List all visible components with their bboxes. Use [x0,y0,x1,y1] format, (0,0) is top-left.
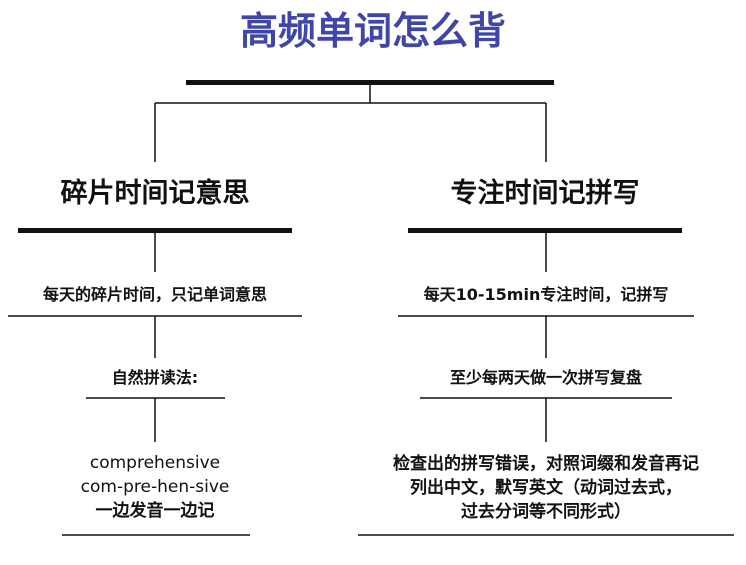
left-step1: 每天的碎片时间，只记单词意思 [42,285,267,304]
left-step3-method: 一边发音一边记 [95,501,215,521]
right-step2: 至少每两天做一次拼写复盘 [449,368,642,387]
left-heading-bar [18,228,292,233]
diagram-title: 高频单词怎么背 [239,9,506,53]
left-step3-syllables: com-pre-hen-sive [80,477,230,497]
left-step2: 自然拼读法: [111,368,199,387]
left-step3-word: comprehensive [89,453,221,473]
root-bar [186,80,554,85]
right-step3-line3: 过去分词等不同形式） [461,502,631,522]
right-step3-line2: 列出中文，默写英文（动词过去式， [410,478,682,498]
right-heading: 专注时间记拼写 [450,178,640,209]
left-step3: comprehensive com-pre-hen-sive 一边发音一边记 [40,451,270,523]
right-step3: 检查出的拼写错误，对照词缀和发音再记 列出中文，默写英文（动词过去式， 过去分词… [356,452,736,524]
right-step1: 每天10-15min专注时间，记拼写 [423,285,669,304]
left-heading: 碎片时间记意思 [60,178,250,209]
right-step3-line1: 检查出的拼写错误，对照词缀和发音再记 [393,454,699,474]
right-heading-bar [408,228,682,233]
